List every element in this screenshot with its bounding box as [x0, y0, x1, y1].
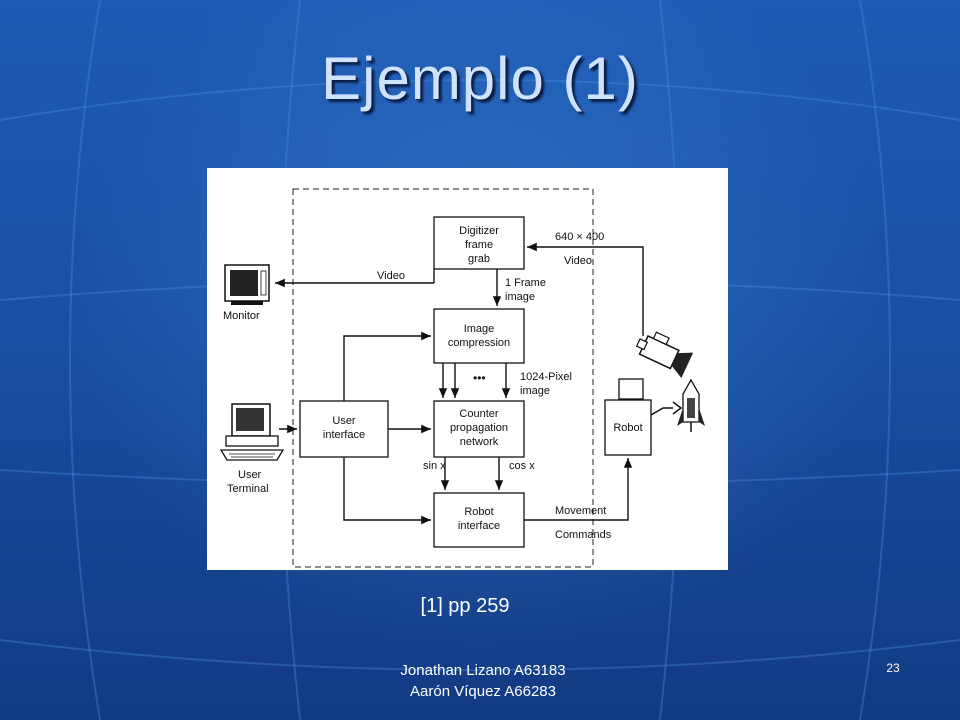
robot-interface-label-2: interface	[458, 520, 500, 532]
slide-number: 23	[886, 661, 900, 675]
system-boundary	[292, 188, 594, 568]
robot-arm-icon	[618, 378, 683, 416]
author-1: Jonathan Lizano A63183	[400, 662, 566, 679]
citation: [1] pp 259	[420, 595, 510, 617]
digitizer-label-3: grab	[468, 253, 490, 265]
ui-to-robot-interface	[343, 457, 431, 525]
network-block: Counter propagation network	[433, 400, 525, 458]
resolution-label: 640 × 400	[555, 231, 604, 243]
compression-label-2: compression	[448, 337, 510, 349]
pixel-label-1: 1024-Pixel	[520, 371, 572, 383]
movement-arrow	[524, 458, 633, 521]
digitizer-label-1: Digitizer	[459, 225, 499, 237]
digitizer-block: Digitizer frame grab	[433, 216, 525, 270]
pixel-label-2: image	[520, 385, 550, 397]
monitor-icon	[224, 264, 270, 305]
frame-label-2: image	[505, 291, 535, 303]
system-diagram: Digitizer frame grab Image compression C…	[207, 168, 728, 570]
author-2: Aarón Víquez A66283	[410, 683, 556, 700]
robot-interface-label-1: Robot	[464, 506, 493, 518]
user-terminal-icon	[219, 403, 285, 461]
user-interface-label-2: interface	[323, 429, 365, 441]
rocket-icon	[677, 378, 705, 432]
authors: Jonathan Lizano A63183 Aarón Víquez A662…	[283, 660, 683, 702]
compression-label-1: Image	[464, 323, 495, 335]
robot-block: Robot	[604, 399, 652, 456]
network-label-2: propagation	[450, 422, 508, 434]
slide-title: Ejemplo (1)	[321, 45, 639, 112]
robot-interface-block: Robot interface	[433, 492, 525, 548]
ui-to-compression	[343, 331, 431, 401]
dots-label: •••	[473, 371, 486, 385]
video-camera-icon	[635, 331, 694, 379]
monitor-label: Monitor	[223, 310, 260, 322]
video-in-label: Video	[564, 255, 592, 267]
user-interface-label-1: User	[332, 415, 356, 427]
terminal-label-2: Terminal	[227, 483, 269, 495]
network-label-1: Counter	[459, 408, 498, 420]
robot-label: Robot	[613, 422, 642, 434]
frame-label-1: 1 Frame	[505, 277, 546, 289]
movement-label: Movement	[555, 505, 606, 517]
user-interface-block: User interface	[299, 400, 389, 458]
digitizer-label-2: frame	[465, 239, 493, 251]
commands-label: Commands	[555, 529, 612, 541]
compression-block: Image compression	[433, 308, 525, 364]
terminal-label-1: User	[238, 469, 262, 481]
network-label-3: network	[460, 436, 499, 448]
video-out-label: Video	[377, 270, 405, 282]
video-in-arrow	[527, 242, 644, 336]
sin-label: sin x	[423, 460, 446, 472]
cos-label: cos x	[509, 460, 535, 472]
